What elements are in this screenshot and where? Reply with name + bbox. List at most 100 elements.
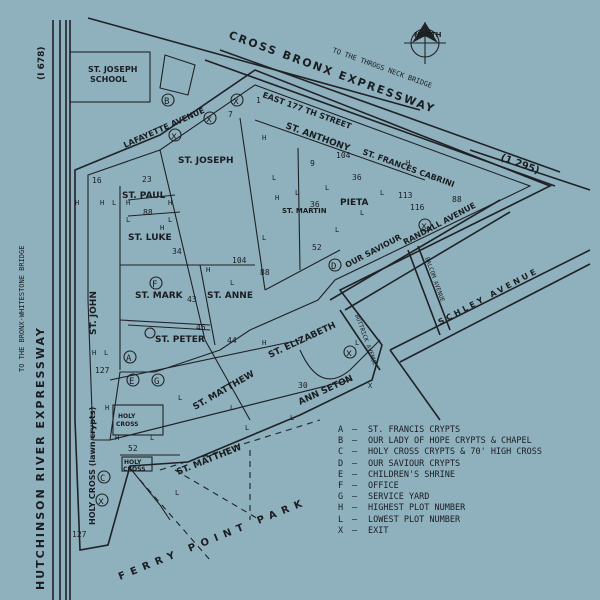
svg-text:H: H	[126, 199, 130, 207]
svg-text:L: L	[150, 434, 154, 442]
plot-number: 43	[187, 295, 197, 304]
svg-text:H: H	[115, 434, 119, 442]
legend-item: L—LOWEST PLOT NUMBER	[338, 514, 461, 525]
svg-text:H: H	[92, 349, 96, 357]
section-st-peter: ST. PETER	[155, 335, 205, 345]
svg-text:H: H	[406, 159, 410, 167]
svg-text:L: L	[272, 174, 276, 182]
plot-number: 88	[143, 208, 153, 217]
school-building	[69, 51, 151, 103]
plot-number: 113	[398, 191, 413, 200]
svg-text:x: x	[98, 496, 104, 507]
legend-item: D—OUR SAVIOUR CRYPTS	[338, 458, 461, 469]
plot-number: 52	[128, 444, 138, 453]
school-label-2: SCHOOL	[90, 75, 127, 84]
svg-text:H: H	[100, 199, 104, 207]
svg-text:x: x	[421, 221, 427, 232]
plot-number: 104	[232, 256, 247, 265]
north-arrow-icon	[404, 22, 446, 64]
svg-text:F: F	[152, 280, 157, 290]
plot-number: 36	[352, 173, 362, 182]
svg-text:L: L	[245, 424, 249, 432]
svg-text:B: B	[164, 97, 169, 107]
plot-number: 88	[260, 268, 270, 277]
inner-boundary	[87, 84, 532, 441]
svg-text:L: L	[230, 404, 234, 412]
svg-text:x: x	[171, 131, 177, 142]
legend-key: C	[338, 447, 344, 458]
holy-cross-box	[121, 456, 153, 472]
school-annex	[159, 54, 196, 96]
plot-number: 16	[92, 176, 102, 185]
legend-item: H—HIGHEST PLOT NUMBER	[338, 503, 466, 514]
legend-label: HIGHEST PLOT NUMBER	[368, 503, 466, 514]
lafayette-label: LAFAYETTE AVENUE	[122, 106, 206, 150]
legend-key: E	[338, 469, 344, 480]
plot-number: 88	[452, 195, 462, 204]
legend-key: B	[338, 436, 344, 447]
legend-label: LOWEST PLOT NUMBER	[368, 514, 461, 525]
map-legend: A—ST. FRANCIS CRYPTS B—OUR LADY OF HOPE …	[338, 425, 542, 537]
plot-number: 127	[95, 366, 110, 375]
ferry-point-park-label: FERRY POINT PARK	[117, 497, 309, 583]
plot-number: 34	[172, 247, 182, 256]
svg-text:L: L	[380, 189, 384, 197]
svg-text:L: L	[112, 199, 116, 207]
plot-number: 44	[227, 336, 237, 345]
svg-text:C: C	[100, 474, 105, 484]
streets	[329, 199, 591, 421]
svg-text:L: L	[90, 434, 94, 442]
plot-number: 7	[228, 110, 233, 119]
svg-text:L: L	[335, 226, 339, 234]
svg-text:x: x	[206, 114, 212, 125]
svg-text:G: G	[154, 377, 159, 387]
balcom-label: BALCOM AVENUE	[423, 256, 446, 303]
legend-item: F—OFFICE	[338, 481, 399, 492]
holy-cross-box-label-1: HOLY	[124, 459, 142, 466]
svg-text:L: L	[175, 489, 179, 497]
legend-label: OUR LADY OF HOPE CRYPTS & CHAPEL	[368, 436, 532, 447]
legend-key: A	[338, 425, 344, 435]
plot-number: 127	[72, 530, 87, 539]
svg-text:H: H	[262, 339, 266, 347]
svg-text:X: X	[368, 382, 373, 390]
plot-numbers: 104 36 113 36 88 116 52 88 104 23 16 88 …	[72, 96, 462, 539]
legend-label: OUR SAVIOUR CRYPTS	[368, 458, 461, 469]
legend-key: X	[338, 525, 344, 536]
section-st-matthew-2: ST. MATTHEW	[175, 443, 243, 478]
svg-text:H: H	[168, 199, 172, 207]
holy-cross-label-1: HOLY	[118, 413, 136, 420]
legend-item: A—ST. FRANCIS CRYPTS	[338, 425, 461, 435]
section-st-john: ST. JOHN	[89, 291, 99, 335]
legend-label: SERVICE YARD	[368, 492, 430, 503]
holy-cross-box-label-2: CROSS	[123, 466, 146, 473]
svg-text:L: L	[168, 216, 172, 224]
svg-text:H: H	[105, 404, 109, 412]
holy-cross-area	[112, 404, 164, 436]
svg-text:L: L	[262, 234, 266, 242]
legend-item: B—OUR LADY OF HOPE CRYPTS & CHAPEL	[338, 436, 532, 447]
north-label: NORTH	[414, 31, 442, 39]
svg-text:L: L	[104, 349, 108, 357]
section-st-joseph: ST. JOSEPH	[178, 156, 234, 166]
svg-text:H: H	[275, 194, 279, 202]
legend-label: CHILDREN'S SHRINE	[368, 469, 455, 480]
legend-label: OFFICE	[368, 481, 399, 492]
section-st-anne: ST. ANNE	[207, 291, 253, 301]
legend-item: E—CHILDREN'S SHRINE	[338, 469, 455, 480]
svg-text:x: x	[233, 96, 239, 107]
plot-number: 104	[336, 151, 351, 160]
legend-label: HOLY CROSS CRYPTS & 70' HIGH CROSS	[368, 447, 542, 458]
plot-number: 1	[256, 96, 261, 105]
svg-text:L: L	[355, 339, 359, 347]
svg-text:L: L	[290, 414, 294, 422]
i678-label: (I 678)	[37, 47, 47, 81]
cemetery-paths	[109, 117, 426, 521]
svg-text:A: A	[126, 354, 132, 364]
svg-text:E: E	[129, 377, 134, 387]
section-pieta: PIETA	[340, 198, 369, 208]
whitestone-label: TO THE BRONX-WHITESTONE BRIDGE	[18, 246, 26, 372]
plot-number: 9	[310, 159, 315, 168]
